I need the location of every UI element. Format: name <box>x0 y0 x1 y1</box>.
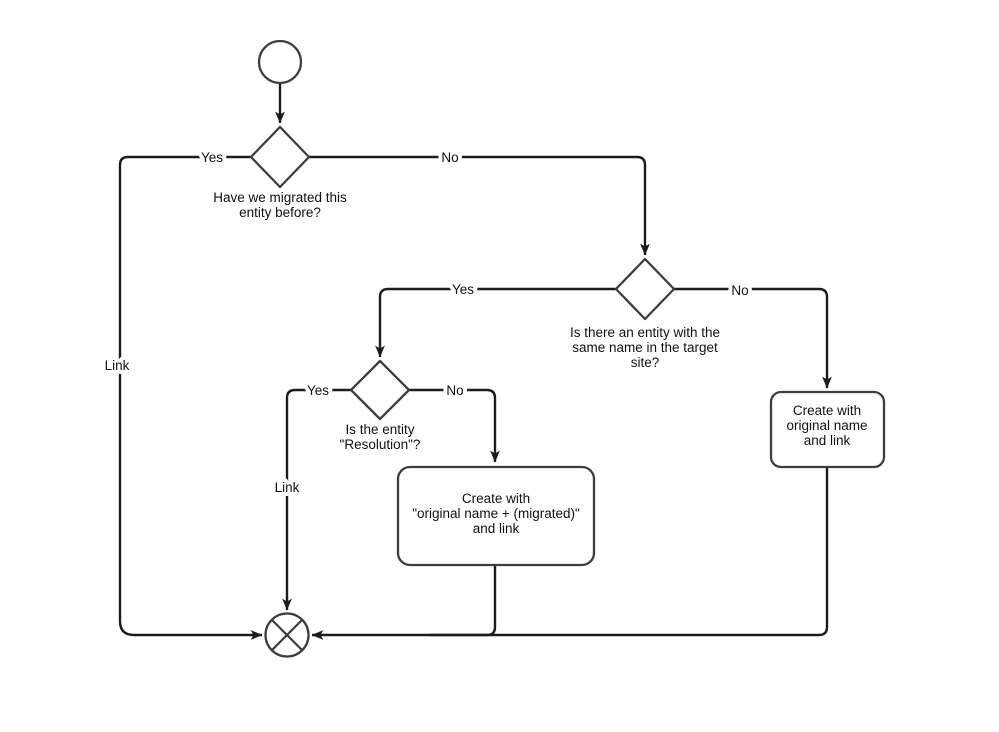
end-node-x-stroke <box>270 618 304 652</box>
edge-label-decision1-no: No <box>441 150 458 165</box>
edge-decision2-yes-to-decision3 <box>375 287 616 358</box>
edge-label-decision1-link: Link <box>105 358 130 373</box>
decision-migrated-before-label: Have we migrated this entity before? <box>213 190 347 220</box>
edge-decision3-yes-link-to-end <box>282 388 351 611</box>
edge-create-migrated-to-end <box>430 565 497 637</box>
process-create-migrated-label: Create with "original name + (migrated)"… <box>412 491 580 536</box>
decision-migrated-before-line1: Have we migrated this <box>213 190 347 205</box>
edge-label-decision1-yes: Yes <box>201 150 223 165</box>
decision-same-name-label: Is there an entity with the same name in… <box>570 325 720 370</box>
process-create-original-line3: and link <box>804 433 851 448</box>
decision-same-name-line1: Is there an entity with the <box>570 325 720 340</box>
process-create-migrated <box>396 465 596 567</box>
edge-decision1-yes-link-to-end <box>118 155 263 640</box>
edge-label-decision2-yes: Yes <box>452 282 474 297</box>
decision-migrated-before-line2: entity before? <box>239 205 321 220</box>
decision-same-name-line2: same name in the target <box>572 340 718 355</box>
end-node <box>264 612 310 658</box>
process-create-original <box>769 390 886 469</box>
decision-migrated-before <box>249 125 311 189</box>
edge-label-decision3-yes: Yes <box>307 383 329 398</box>
decision-resolution-line2: "Resolution"? <box>340 437 421 452</box>
decision-same-name-line3: site? <box>631 355 660 370</box>
edge-label-decision2-no: No <box>731 283 748 298</box>
start-node <box>257 39 303 85</box>
process-create-migrated-line3: and link <box>473 521 520 536</box>
edge-decision1-no-to-decision2 <box>309 155 650 256</box>
process-create-original-line1: Create with <box>793 403 861 418</box>
decision-resolution <box>349 359 411 421</box>
edge-label-decision3-no: No <box>446 383 463 398</box>
edge-label-decision3-link: Link <box>275 480 300 495</box>
process-create-original-label: Create with original name and link <box>786 403 867 448</box>
edge-create-original-to-end <box>311 467 829 640</box>
decision-resolution-label: Is the entity "Resolution"? <box>340 422 421 452</box>
edge-decision2-no-to-create-original <box>674 287 832 389</box>
decision-resolution-line1: Is the entity <box>345 422 414 437</box>
decision-same-name <box>614 257 676 321</box>
edge-decision3-no-to-create-migrated <box>409 388 500 463</box>
process-create-migrated-line2: "original name + (migrated)" <box>412 506 580 521</box>
process-create-migrated-line1: Create with <box>462 491 530 506</box>
process-create-original-line2: original name <box>786 418 867 433</box>
